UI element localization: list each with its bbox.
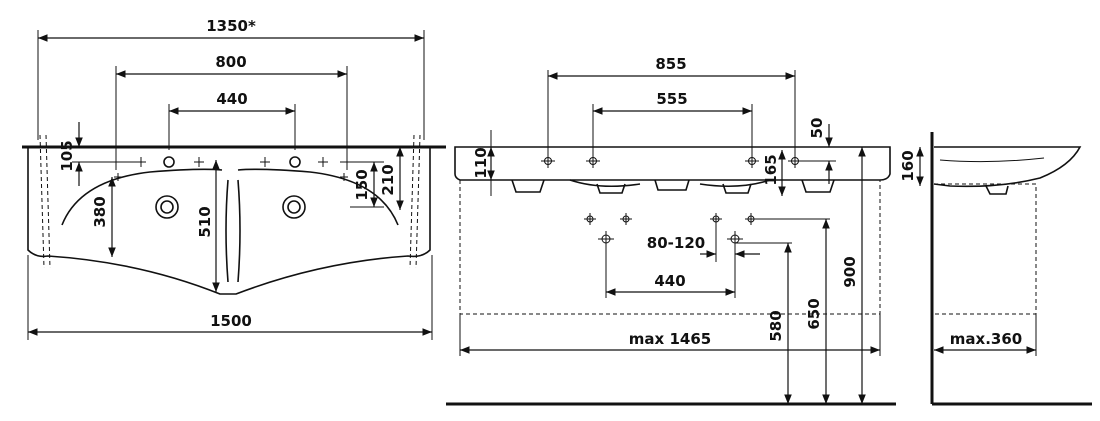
right-bowl-curve <box>237 168 399 226</box>
dim-tap-spacing: 800 <box>215 53 246 71</box>
dim-left-hole: 380 <box>91 196 109 227</box>
top-view: 1350* 800 440 105 380 510 150 210 <box>22 17 446 340</box>
side-basin-profile <box>933 146 1082 188</box>
side-drain <box>985 185 1009 195</box>
front-slab-holes <box>541 154 802 168</box>
top-view-right-dash <box>409 134 415 269</box>
front-basin-slab <box>454 146 891 181</box>
basin-outline <box>27 147 431 295</box>
left-bowl-curve <box>61 168 223 226</box>
top-view-left-dash-2 <box>45 134 51 269</box>
front-cabinet-dashed <box>459 180 881 315</box>
dim-front-holes: 440 <box>654 272 685 290</box>
dim-front-adjust: 80-120 <box>647 234 705 252</box>
right-drain <box>282 195 306 219</box>
left-drain-inner <box>160 200 174 214</box>
right-drain-inner <box>287 200 301 214</box>
left-tap-hole <box>163 156 175 168</box>
dim-front-580: 580 <box>767 310 785 341</box>
dim-side-max-depth: max.360 <box>950 330 1022 348</box>
dim-front-inner: 555 <box>656 90 687 108</box>
dim-front-900: 900 <box>841 256 859 287</box>
front-drain-fixtures <box>511 179 835 194</box>
dim-front-outer: 855 <box>655 55 686 73</box>
front-view: 855 555 50 110 165 80-120 440 <box>446 55 896 406</box>
dim-bottom-width: 1500 <box>210 312 252 330</box>
top-view-plus-marks <box>114 157 348 181</box>
dim-side-height: 160 <box>899 150 917 181</box>
center-divider-2 <box>237 179 241 283</box>
dim-front-650: 650 <box>805 298 823 329</box>
dim-basin-depth: 510 <box>196 206 214 237</box>
center-divider <box>225 179 229 283</box>
dim-right-edge: 210 <box>379 164 397 195</box>
top-view-left-dash <box>39 134 45 269</box>
dim-overall-width: 1350* <box>206 17 256 35</box>
left-drain <box>155 195 179 219</box>
dim-left-edge: 105 <box>58 140 76 171</box>
dim-right-hole: 150 <box>353 169 371 200</box>
dim-front-top: 50 <box>808 118 826 139</box>
top-view-right-dash-2 <box>415 134 421 269</box>
dim-front-max-width: max 1465 <box>629 330 711 348</box>
dim-hole-spacing: 440 <box>216 90 247 108</box>
side-cabinet-dashed <box>934 183 1037 315</box>
dim-front-side: 165 <box>762 154 780 185</box>
side-basin-inner <box>939 157 1045 163</box>
right-tap-hole <box>289 156 301 168</box>
dim-front-height: 110 <box>472 147 490 178</box>
side-view: 160 max.360 <box>899 132 1092 406</box>
